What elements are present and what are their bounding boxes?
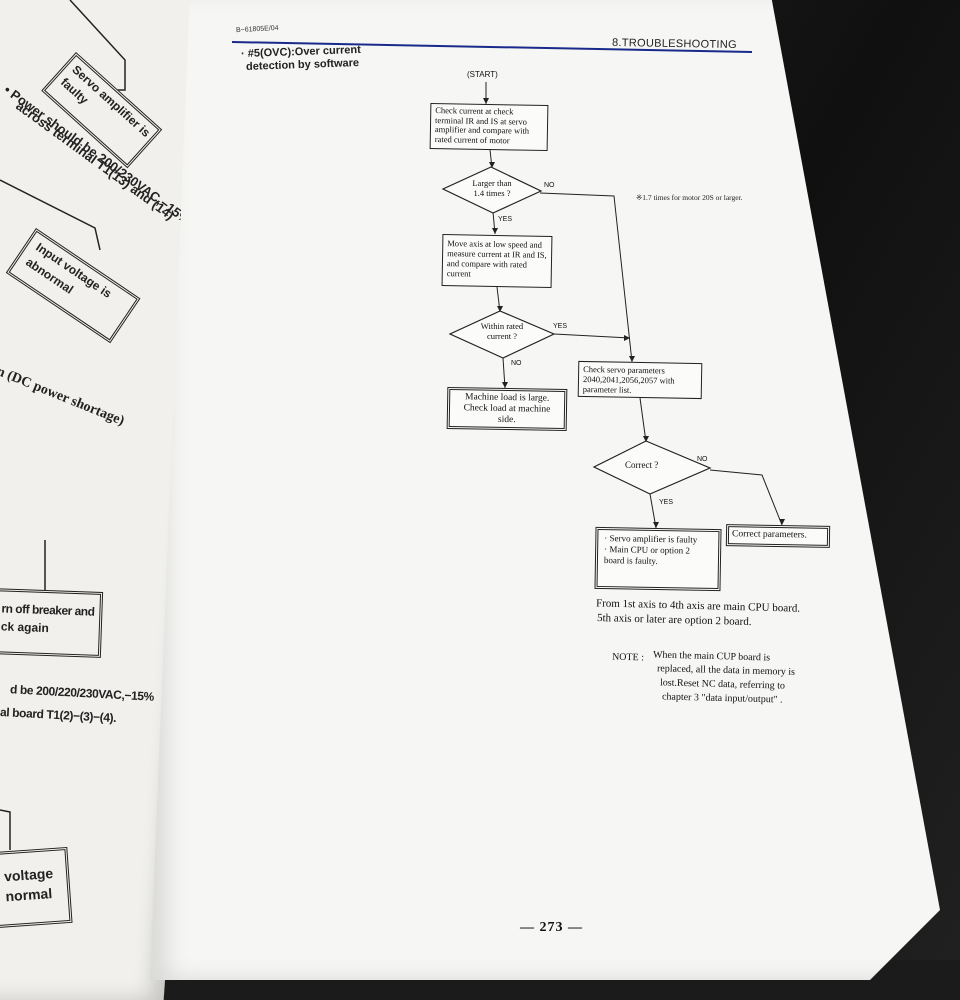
page-number: — 273 — xyxy=(520,920,583,935)
d2-yes-label: YES xyxy=(553,323,568,330)
decision1-line2: 1.4 times ? xyxy=(473,187,511,198)
decision1-line1: Larger than xyxy=(472,178,512,188)
d3-yes-label: YES xyxy=(659,499,674,506)
decision-within-rated xyxy=(448,310,556,359)
start-terminal: (START) xyxy=(467,70,498,79)
decision2-line2: current ? xyxy=(487,331,517,341)
decision-larger-than xyxy=(441,166,543,214)
correct-params-box: Correct parameters. xyxy=(725,524,831,548)
check-current-box: Check current at check terminal IR and I… xyxy=(429,102,549,152)
decision3-label: Correct ? xyxy=(625,460,659,470)
d1-no-label: NO xyxy=(544,182,555,189)
d3-no-label: NO xyxy=(697,456,708,463)
decision-correct xyxy=(592,440,712,495)
machine-load-box: Machine load is large. Check load at mac… xyxy=(446,386,568,432)
check-params-box: Check servo parameters 2040,2041,2056,20… xyxy=(577,360,703,400)
decision2-label: Within rated current ? xyxy=(472,321,532,341)
header-rule xyxy=(231,41,753,53)
side-note: ※1.7 times for motor 20S or larger. xyxy=(636,193,743,202)
decision1-label: Larger than 1.4 times ? xyxy=(470,178,514,198)
d2-no-label: NO xyxy=(511,360,522,367)
decision2-line1: Within rated xyxy=(480,321,524,331)
servo-faulty-line2: · Main CPU or option 2 board is faulty. xyxy=(603,544,691,566)
servo-faulty-box: · Servo amplifier is faulty · Main CPU o… xyxy=(594,526,722,592)
flowchart-connectors xyxy=(441,82,785,529)
note-label: NOTE : xyxy=(611,651,645,664)
d1-yes-label: YES xyxy=(498,216,513,223)
move-axis-box: Move axis at low speed and measure curre… xyxy=(441,234,553,288)
